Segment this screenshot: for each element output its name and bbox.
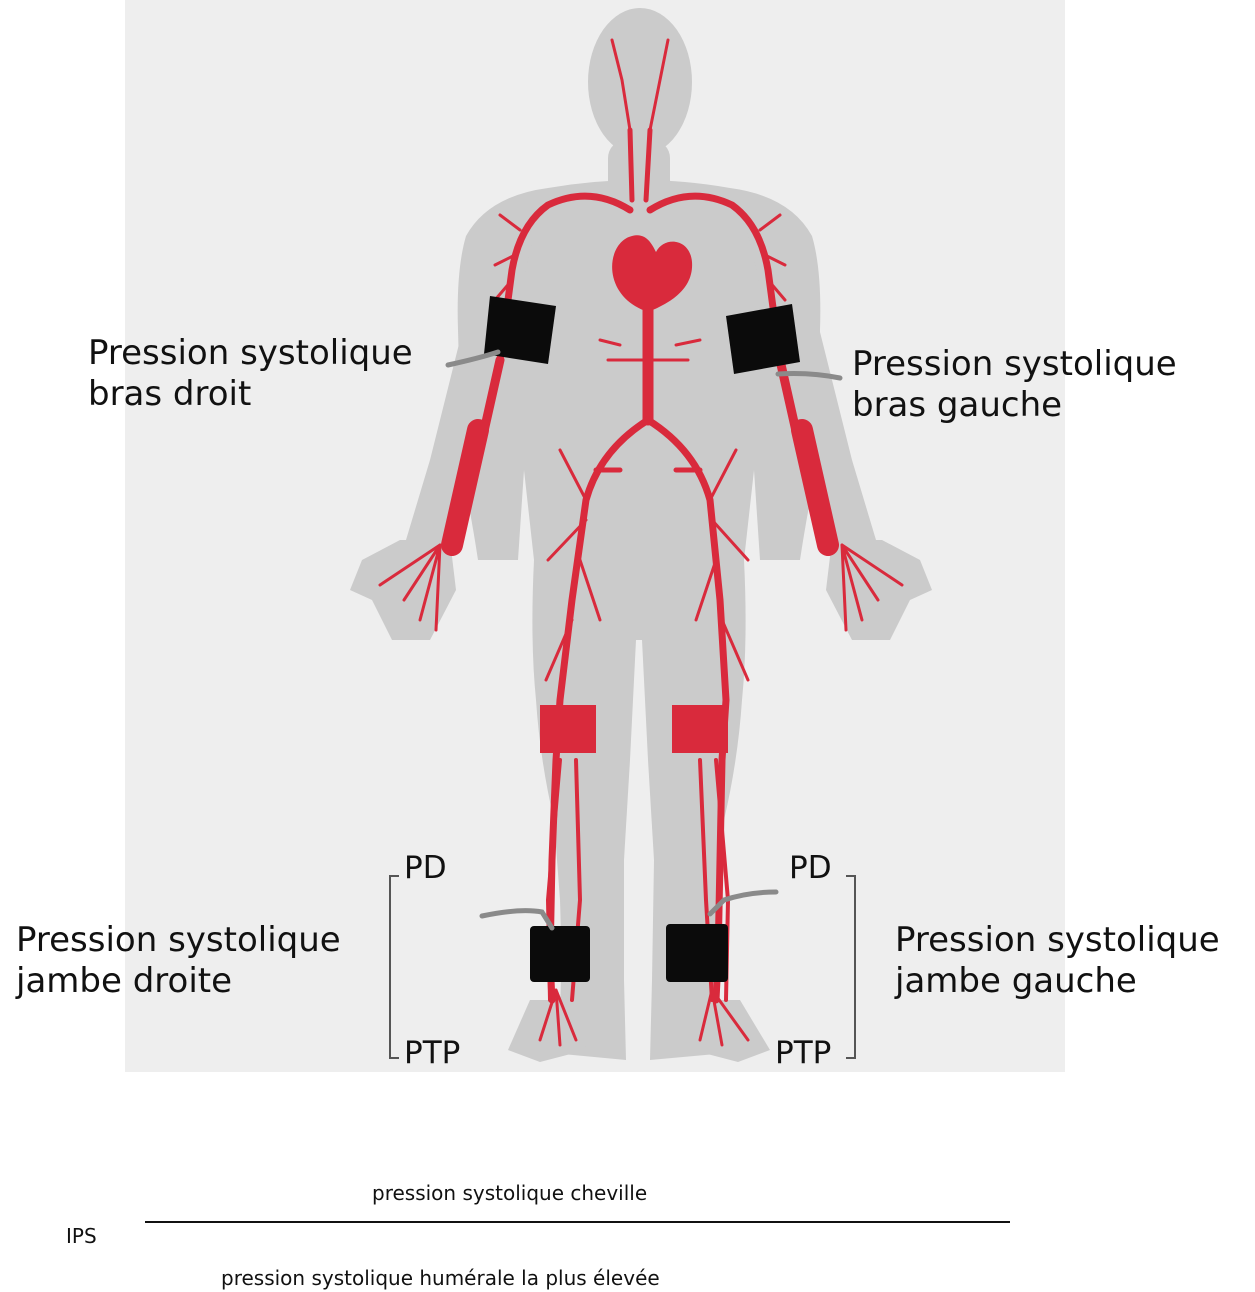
label-pd-left: PD bbox=[789, 853, 832, 884]
label-right-arm-line2: bras droit bbox=[88, 374, 413, 415]
label-right-arm-line1: Pression systolique bbox=[88, 333, 413, 374]
label-left-leg-line1: Pression systolique bbox=[895, 920, 1220, 961]
label-left-arm-line1: Pression systolique bbox=[852, 344, 1177, 385]
label-right-leg: Pression systolique jambe droite bbox=[16, 920, 341, 1003]
label-ptp-left: PTP bbox=[775, 1038, 831, 1069]
cuff-left-ankle bbox=[666, 924, 728, 982]
label-pd-right: PD bbox=[404, 853, 447, 884]
cuff-right-ankle bbox=[530, 926, 590, 982]
label-left-arm: Pression systolique bras gauche bbox=[852, 344, 1177, 427]
formula-numerator: pression systolique cheville bbox=[372, 1183, 647, 1203]
label-left-leg-line2: jambe gauche bbox=[895, 961, 1220, 1002]
label-left-arm-line2: bras gauche bbox=[852, 385, 1177, 426]
label-right-leg-line2: jambe droite bbox=[16, 961, 341, 1002]
formula-denominator: pression systolique humérale la plus éle… bbox=[221, 1268, 660, 1288]
cuff-left-arm bbox=[726, 304, 800, 374]
label-right-leg-line1: Pression systolique bbox=[16, 920, 341, 961]
label-left-leg: Pression systolique jambe gauche bbox=[895, 920, 1220, 1003]
label-right-arm: Pression systolique bras droit bbox=[88, 333, 413, 416]
formula-lhs: IPS bbox=[66, 1226, 97, 1246]
label-ptp-right: PTP bbox=[404, 1038, 460, 1069]
